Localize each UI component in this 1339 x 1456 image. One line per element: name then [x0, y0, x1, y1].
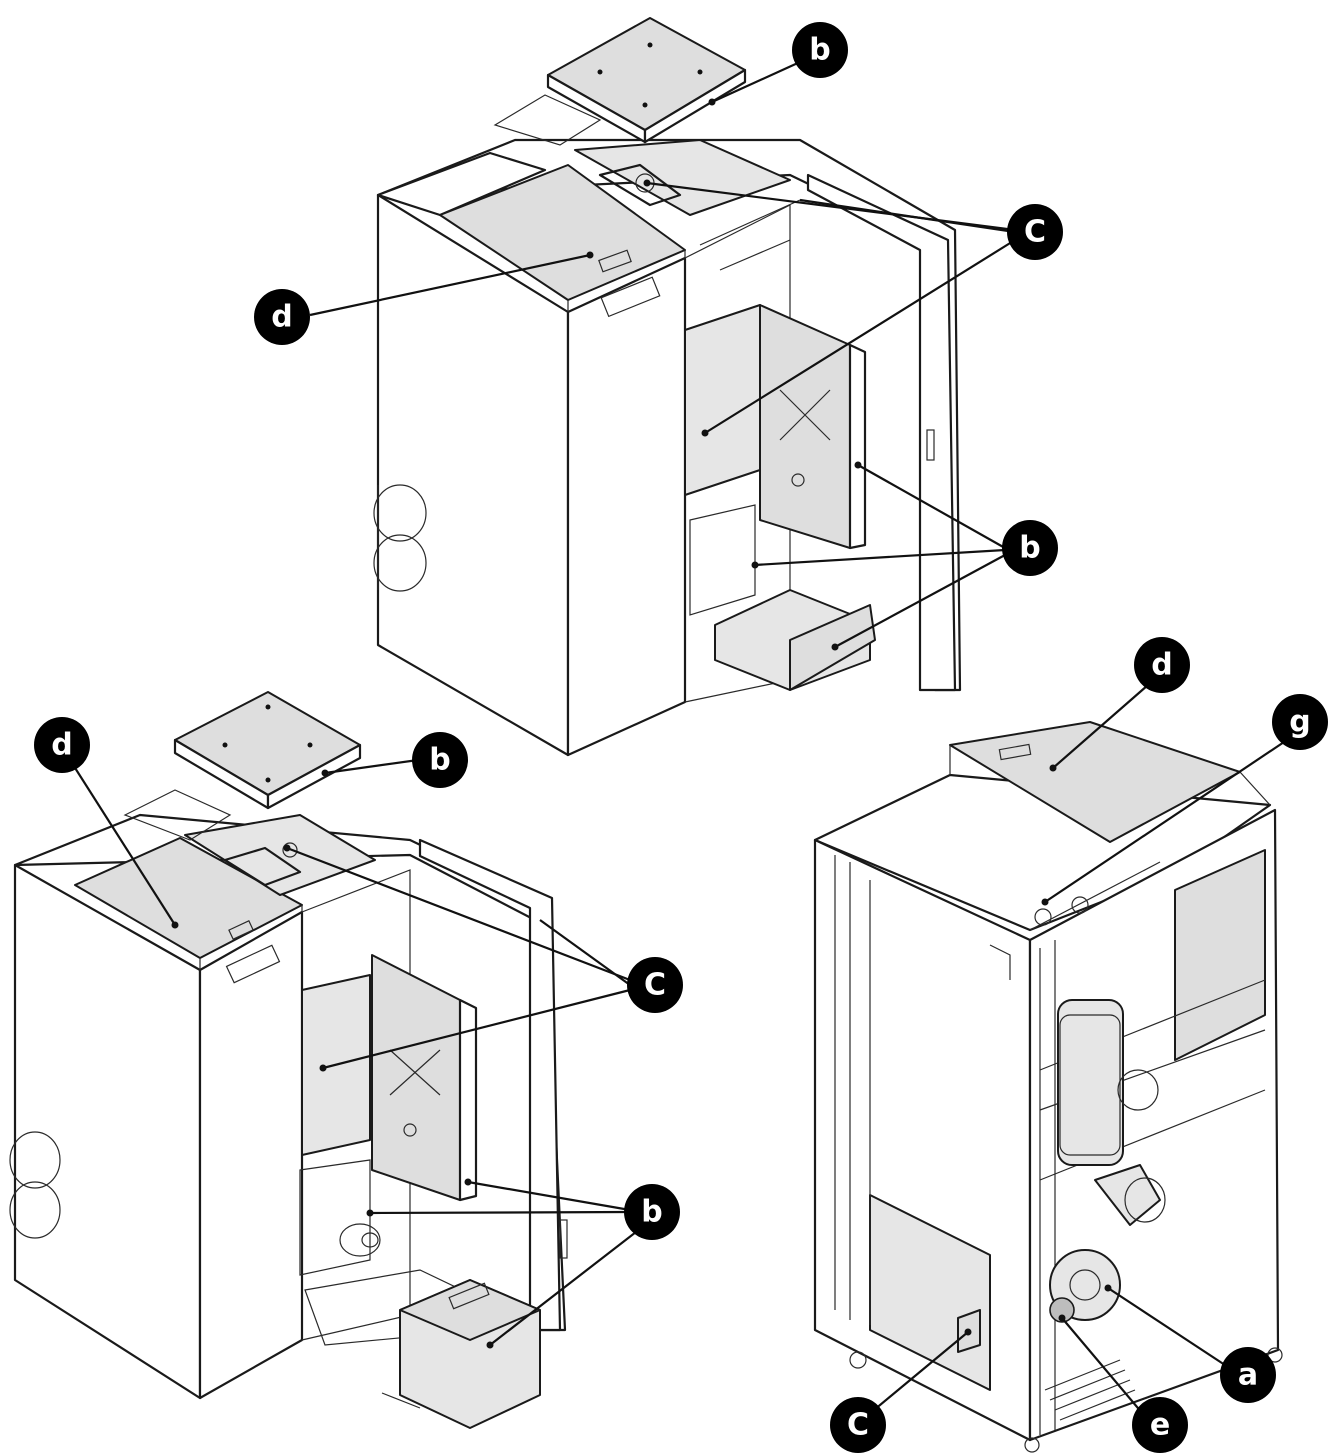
callout-label: C: [1024, 215, 1046, 250]
callout-top-c: C: [1007, 204, 1063, 260]
bottom-left-unit: [9, 691, 568, 1429]
bl-cabinet-side: [13, 863, 202, 1400]
bottom-right-unit: [813, 721, 1283, 1453]
callout-label: b: [641, 1195, 662, 1230]
callout-bottom-right-e: e: [1132, 1397, 1188, 1453]
callout-top-b-right: b: [1002, 520, 1058, 576]
top-unit: [373, 17, 962, 757]
callout-bottom-right-d: d: [1134, 637, 1190, 693]
callout-label: b: [429, 743, 450, 778]
callout-label: d: [271, 300, 292, 335]
callout-label: d: [51, 728, 72, 763]
callout-top-d: d: [254, 289, 310, 345]
callout-bottom-left-b-top: b: [412, 732, 468, 788]
callout-label: g: [1289, 705, 1310, 740]
callout-bottom-right-a: a: [1220, 1347, 1276, 1403]
callout-bottom-right-c: C: [830, 1397, 886, 1453]
callout-label: d: [1151, 648, 1172, 683]
callout-bottom-left-d: d: [34, 717, 90, 773]
leader-lines: [69, 60, 1291, 1421]
callout-label: C: [847, 1408, 869, 1443]
callout-label: b: [1019, 531, 1040, 566]
callout-bottom-left-c: C: [627, 957, 683, 1013]
bl-cabinet-front: [198, 910, 304, 1400]
bl-door: [371, 954, 461, 1201]
callout-label: C: [644, 968, 666, 1003]
callout-label: a: [1238, 1358, 1258, 1393]
callout-top-b-top: b: [792, 22, 848, 78]
callout-label: b: [809, 33, 830, 68]
callout-bottom-left-b-right: b: [624, 1184, 680, 1240]
callout-label: e: [1150, 1408, 1170, 1443]
top-door: [759, 304, 851, 549]
callout-bottom-right-g: g: [1272, 694, 1328, 750]
top-cabinet-front: [566, 256, 687, 757]
top-plate-b: [547, 17, 746, 131]
